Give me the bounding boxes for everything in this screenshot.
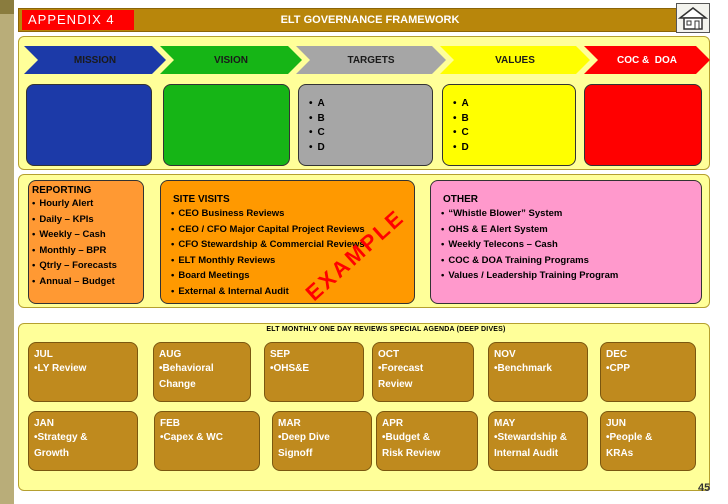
other-title: OTHER — [443, 194, 478, 205]
month-name: AUG — [159, 349, 182, 360]
pillar-items: ABCD — [453, 97, 575, 155]
site-visits-box: SITE VISITS CEO Business Reviews CEO / C… — [160, 180, 415, 304]
list-item: D — [453, 141, 575, 156]
pillar-box-values: ABCD — [442, 84, 576, 166]
month-topic: People & KRAs — [606, 430, 695, 462]
list-item: Board Meetings — [171, 268, 409, 284]
month-name: SEP — [270, 349, 291, 360]
list-item: “Whistle Blower” System — [441, 206, 701, 222]
pillar-items: ABCD — [309, 97, 432, 155]
month-box-jul: JULLY Review — [28, 342, 138, 402]
month-box-jan: JANStrategy & Growth — [28, 411, 138, 471]
pillar-label: VISION — [214, 54, 248, 66]
home-button[interactable] — [676, 3, 710, 33]
pillar-box-coc-doa — [584, 84, 702, 166]
list-item: B — [309, 112, 432, 127]
pillar-chevron-vision: VISION — [160, 46, 302, 74]
month-box-feb: FEBCapex & WC — [154, 411, 260, 471]
pillar-box-vision — [163, 84, 290, 166]
month-name: NOV — [494, 349, 516, 360]
list-item: Values / Leadership Training Program — [441, 268, 701, 284]
list-item: CEO / CFO Major Capital Project Reviews — [171, 222, 409, 238]
month-name: JAN — [34, 418, 55, 429]
reporting-title: REPORTING — [32, 185, 92, 196]
month-topic: Benchmark — [494, 361, 587, 377]
pillar-label: MISSION — [73, 54, 117, 66]
list-item: External & Internal Audit — [171, 284, 409, 300]
pillar-label: VALUES — [495, 54, 535, 66]
list-item: Weekly – Cash — [32, 227, 143, 243]
list-item: C — [453, 126, 575, 141]
month-topic: CPP — [606, 361, 695, 377]
month-topic: Deep Dive Signoff — [278, 430, 371, 462]
site-visits-list: CEO Business Reviews CEO / CFO Major Cap… — [171, 206, 409, 299]
month-topic: Capex & WC — [160, 430, 259, 446]
month-name: OCT — [378, 349, 400, 360]
list-item: A — [453, 97, 575, 112]
month-topic: Budget & Risk Review — [382, 430, 477, 462]
month-name: FEB — [160, 418, 180, 429]
example-stamp: EXAMPLE — [302, 204, 409, 305]
pillar-label: TARGETS — [347, 54, 395, 66]
month-box-sep: SEPOHS&E — [264, 342, 364, 402]
home-icon — [677, 7, 709, 30]
list-item: ELT Monthly Reviews — [171, 253, 409, 269]
month-box-nov: NOVBenchmark — [488, 342, 588, 402]
list-item: D — [309, 141, 432, 156]
month-name: JUN — [606, 418, 627, 429]
pillar-chevron-mission: MISSION — [24, 46, 166, 74]
month-box-apr: APRBudget & Risk Review — [376, 411, 478, 471]
list-item: Hourly Alert — [32, 196, 143, 212]
list-item: OHS & E Alert System — [441, 222, 701, 238]
month-name: APR — [382, 418, 404, 429]
month-topic: Stewardship & Internal Audit — [494, 430, 587, 462]
other-box: OTHER “Whistle Blower” System OHS & E Al… — [430, 180, 702, 304]
month-name: DEC — [606, 349, 628, 360]
month-topic: LY Review — [34, 361, 137, 377]
month-box-dec: DECCPP — [600, 342, 696, 402]
list-item: Weekly Telecons – Cash — [441, 237, 701, 253]
month-name: MAR — [278, 418, 301, 429]
list-item: Daily – KPIs — [32, 212, 143, 228]
list-item: CEO Business Reviews — [171, 206, 409, 222]
pillar-box-targets: ABCD — [298, 84, 433, 166]
appendix-label: APPENDIX 4 — [22, 10, 134, 30]
pillar-label: COC & DOA — [617, 54, 677, 66]
month-name: JUL — [34, 349, 53, 360]
pillar-chevron-targets: TARGETS — [296, 46, 446, 74]
list-item: CFO Stewardship & Commercial Reviews — [171, 237, 409, 253]
month-box-aug: AUGBehavioral Change — [153, 342, 251, 402]
reporting-box: REPORTING Hourly Alert Daily – KPIs Week… — [28, 180, 144, 304]
month-topic: Strategy & Growth — [34, 430, 137, 462]
site-visits-title: SITE VISITS — [173, 194, 230, 205]
example-stamp-text: EXAMPLE — [302, 204, 409, 305]
pillar-chevron-values: VALUES — [440, 46, 590, 74]
month-topic: OHS&E — [270, 361, 363, 377]
list-item: Qtrly – Forecasts — [32, 258, 143, 274]
reporting-list: Hourly Alert Daily – KPIs Weekly – Cash … — [32, 196, 143, 289]
month-box-may: MAYStewardship & Internal Audit — [488, 411, 588, 471]
agenda-title: ELT MONTHLY ONE DAY REVIEWS SPECIAL AGEN… — [266, 326, 506, 333]
other-list: “Whistle Blower” System OHS & E Alert Sy… — [441, 206, 701, 284]
side-rail — [0, 0, 14, 504]
list-item: Monthly – BPR — [32, 243, 143, 259]
list-item: Annual – Budget — [32, 274, 143, 290]
list-item: B — [453, 112, 575, 127]
month-box-mar: MARDeep Dive Signoff — [272, 411, 372, 471]
side-rail-marker — [0, 0, 14, 14]
list-item: C — [309, 126, 432, 141]
list-item: A — [309, 97, 432, 112]
month-topic: Behavioral Change — [159, 361, 250, 393]
list-item: COC & DOA Training Programs — [441, 253, 701, 269]
pillar-chevron-coc-doa: COC & DOA — [584, 46, 710, 74]
pillar-box-mission — [26, 84, 152, 166]
page-number: 45 — [698, 482, 711, 494]
month-topic: Forecast Review — [378, 361, 473, 393]
month-box-oct: OCTForecast Review — [372, 342, 474, 402]
month-name: MAY — [494, 418, 516, 429]
page-title: ELT GOVERNANCE FRAMEWORK — [280, 14, 460, 26]
month-box-jun: JUNPeople & KRAs — [600, 411, 696, 471]
